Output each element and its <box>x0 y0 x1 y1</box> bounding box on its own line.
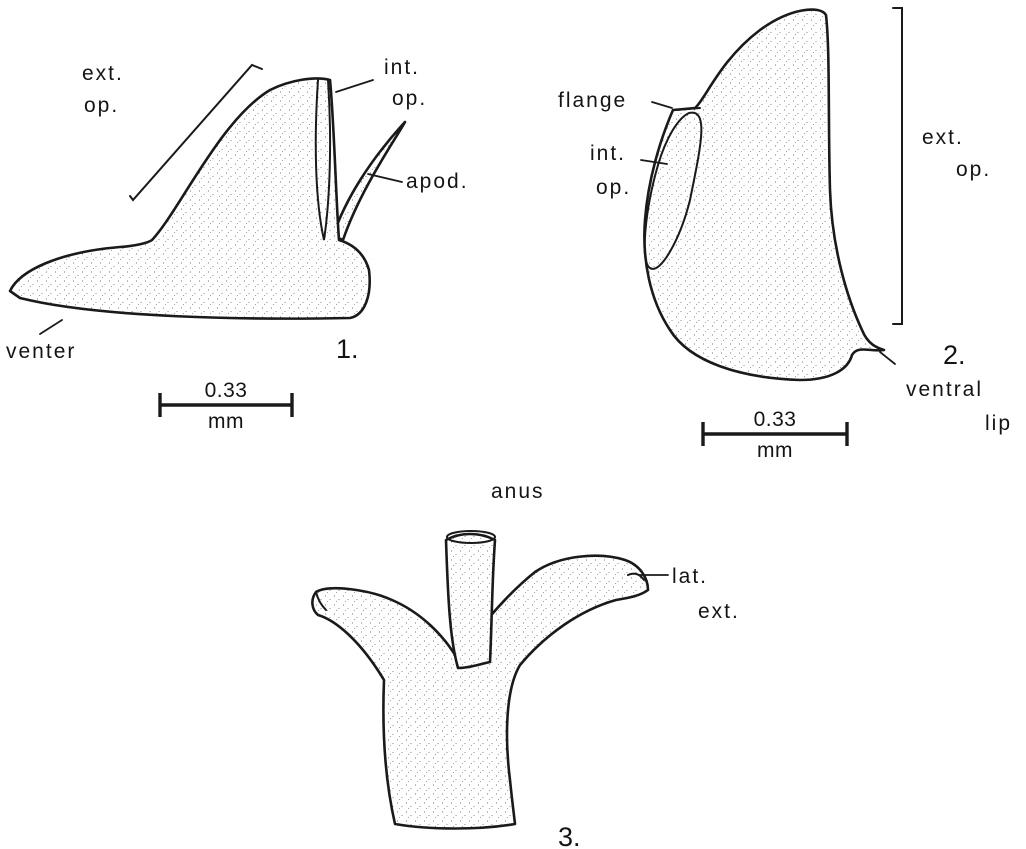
venter-leader <box>40 320 62 334</box>
apod-label: apod. <box>406 170 469 193</box>
ventral-lip-label-line2: lip <box>985 412 1012 435</box>
ventral-lip-leader <box>880 352 895 364</box>
ext-op-label-2-line2: op. <box>956 158 991 181</box>
ext-op-label-line2: op. <box>84 94 119 117</box>
int-op-label-line2: op. <box>392 87 427 110</box>
figure-2-number: 2. <box>943 340 966 370</box>
int-op-leader <box>336 80 373 92</box>
figure-3: anus lat. ext. 3. <box>312 480 739 849</box>
flange-label: flange <box>558 89 627 112</box>
figure-3-number: 3. <box>558 822 581 849</box>
figure-1-number: 1. <box>336 334 359 364</box>
ext-op-bracket-2 <box>893 8 902 324</box>
venter-label: venter <box>6 340 76 363</box>
flange-leader <box>652 102 672 108</box>
int-op-label-line1: int. <box>384 56 420 79</box>
figure-1: ext. op. int. op. apod. venter 1. 0.33 m… <box>6 56 469 433</box>
operculum-body-2 <box>644 10 884 380</box>
anal-tube <box>446 534 495 668</box>
apod-leader <box>368 174 402 182</box>
scale-bar-2-value: 0.33 <box>754 408 797 431</box>
scale-bar-2: 0.33 mm <box>702 408 848 462</box>
anus-label: anus <box>491 480 545 503</box>
figure-2: flange int. op. ext. op. 2. ventral lip … <box>558 8 1012 462</box>
int-op-label-2-line2: op. <box>596 176 631 199</box>
ext-op-label-2-line1: ext. <box>922 126 964 149</box>
ventral-lip-label-line1: ventral <box>906 378 983 401</box>
ext-op-label-line1: ext. <box>82 62 124 85</box>
scale-bar-1-unit: mm <box>208 410 244 433</box>
scale-bar-1: 0.33 mm <box>159 379 293 433</box>
lat-ext-label-line2: ext. <box>698 600 740 623</box>
scale-bar-1-value: 0.33 <box>205 379 248 402</box>
lat-ext-label-line1: lat. <box>672 565 708 588</box>
scale-bar-2-unit: mm <box>757 439 793 462</box>
int-op-label-2-line1: int. <box>590 142 626 165</box>
